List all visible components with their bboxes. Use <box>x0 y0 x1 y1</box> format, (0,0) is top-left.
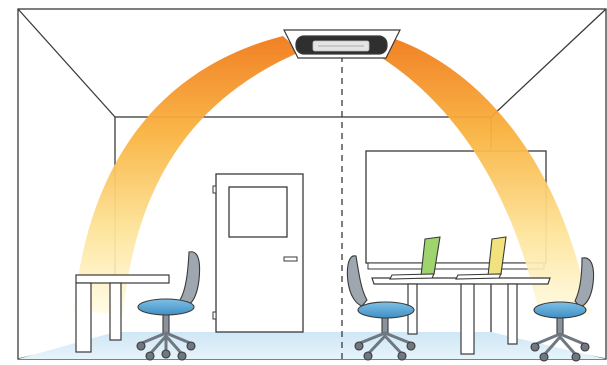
chair-1-seat <box>138 299 194 315</box>
door-hinge-bottom <box>213 312 216 319</box>
desk-left-top <box>76 275 169 283</box>
chair-1-wheel <box>146 352 154 360</box>
chair-2-wheel <box>407 342 415 350</box>
desk-left-leg-front <box>76 283 91 352</box>
door <box>213 174 303 332</box>
chair-1-wheel <box>187 342 195 350</box>
door-window <box>229 187 287 237</box>
door-hinge-top <box>213 186 216 193</box>
chair-2-back <box>347 256 367 306</box>
chair-2-seat <box>358 302 414 318</box>
wall-edge-top-left <box>18 9 115 117</box>
door-handle <box>284 257 297 261</box>
desk-left-leg-back <box>110 283 121 340</box>
whiteboard-tray <box>368 263 544 269</box>
chair-1-wheel <box>178 352 186 360</box>
chair-1-wheel <box>162 350 170 358</box>
laptop-yellow-base <box>456 274 501 279</box>
floor <box>18 332 606 359</box>
chair-3-wheel <box>531 343 539 351</box>
chair-1-back <box>180 252 200 306</box>
chair-3-wheel <box>572 353 580 361</box>
chair-3-seat <box>534 302 586 318</box>
chair-2-wheel <box>355 342 363 350</box>
chair-1-wheel <box>137 342 145 350</box>
chair-2-wheel <box>364 352 372 360</box>
chair-2-wheel <box>398 352 406 360</box>
desk-right-leg-2 <box>461 284 474 354</box>
desk-right-leg-3 <box>508 284 517 344</box>
wall-edge-top-right <box>491 9 606 117</box>
chair-3-wheel <box>540 353 548 361</box>
chair-3-wheel <box>581 343 589 351</box>
ceiling-cassette-unit-icon <box>284 30 400 58</box>
laptop-green-base <box>390 274 434 279</box>
